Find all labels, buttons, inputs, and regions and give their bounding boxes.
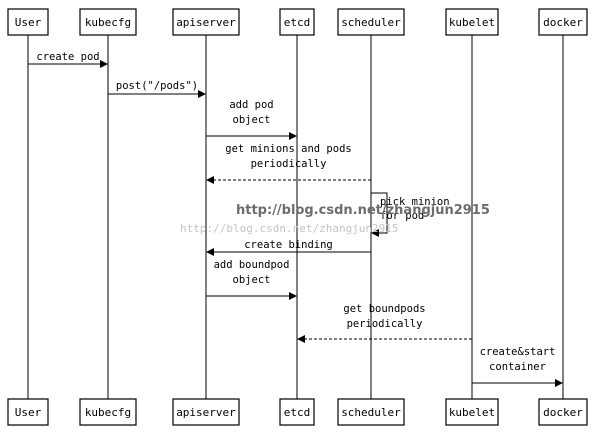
arrow-head [289,292,297,300]
message-label: pick minion [380,196,450,208]
message-label: get minions and pods [225,143,351,155]
arrow-head [289,132,297,140]
message-add-pod-object: add pod object [206,99,297,140]
actor-docker-top: docker [538,8,588,36]
actor-kubecfg-bottom: kubecfg [79,398,137,426]
actor-label: apiserver [176,16,236,29]
message-label: get boundpods [343,303,425,315]
arrow-head [206,248,214,256]
message-label: add boundpod [214,259,290,271]
arrow-head [555,379,563,387]
message-label: periodically [251,158,327,170]
watermark: http://blog.csdn.net/zhangjun2915 http:/… [180,203,490,235]
lifelines [27,35,564,399]
arrow-head [371,229,379,237]
actor-box [79,398,137,426]
message-post-pods: post("/pods") [108,80,206,98]
message-label: create&start [480,346,556,358]
actor-etcd-bottom: etcd [279,398,315,426]
actor-kubelet-top: kubelet [445,8,499,36]
actor-label: kubelet [449,16,495,29]
actor-box [7,8,49,36]
actor-box [445,398,499,426]
message-label: post("/pods") [116,80,198,92]
watermark-light-text: http://blog.csdn.net/zhangjun2915 [180,222,399,235]
actor-row-top: User kubecfg apiserver etcd scheduler kubelet… [7,8,588,36]
watermark-bold-text: http://blog.csdn.net/zhangjun2915 [236,203,490,218]
arrow-head [297,335,305,343]
actor-label: docker [543,406,583,419]
message-line [371,192,388,234]
actor-label: kubecfg [85,406,131,419]
actor-box [279,8,315,36]
message-create-start-container: create&start container [472,346,563,387]
actor-box [538,398,588,426]
message-create-binding: create binding [206,239,371,256]
actor-docker-bottom: docker [538,398,588,426]
actor-label: scheduler [341,16,401,29]
actor-box [172,398,240,426]
actor-label: docker [543,16,583,29]
message-get-minions-and-pods: get minions and pods periodically [206,143,371,184]
message-label: for pod [380,210,424,222]
message-label: create pod [36,51,99,63]
message-label: object [233,114,271,126]
actor-apiserver-bottom: apiserver [172,398,240,426]
actor-box [337,398,405,426]
messages: create pod post("/pods") add pod object get … [28,51,563,387]
actor-label: kubecfg [85,16,131,29]
actor-label: kubelet [449,406,495,419]
arrow-head [198,90,206,98]
actor-box [538,8,588,36]
message-pick-minion-for-pod: pick minion for pod [371,192,450,237]
message-label: periodically [347,318,423,330]
message-add-boundpod-object: add boundpod object [206,259,297,300]
actor-box [79,8,137,36]
actor-kubelet-bottom: kubelet [445,398,499,426]
message-label: object [233,274,271,286]
message-create-pod: create pod [28,51,108,68]
message-label: add pod [229,99,273,111]
arrow-head [206,176,214,184]
actor-etcd-top: etcd [279,8,315,36]
message-get-boundpods: get boundpods periodically [297,303,472,343]
actor-label: scheduler [341,406,401,419]
actor-box [445,8,499,36]
actor-box [172,8,240,36]
actor-user-top: User [7,8,49,36]
actor-box [337,8,405,36]
actor-label: etcd [284,406,311,419]
actor-row-bottom: User kubecfg apiserver etcd scheduler kubelet… [7,398,588,426]
actor-scheduler-bottom: scheduler [337,398,405,426]
arrow-head [100,60,108,68]
actor-user-bottom: User [7,398,49,426]
actor-box [279,398,315,426]
actor-kubecfg-top: kubecfg [79,8,137,36]
actor-label: etcd [284,16,311,29]
actor-label: apiserver [176,406,236,419]
actor-label: User [15,406,42,419]
message-label: container [489,361,546,373]
actor-apiserver-top: apiserver [172,8,240,36]
actor-scheduler-top: scheduler [337,8,405,36]
actor-label: User [15,16,42,29]
actor-box [7,398,49,426]
message-label: create binding [244,239,333,251]
